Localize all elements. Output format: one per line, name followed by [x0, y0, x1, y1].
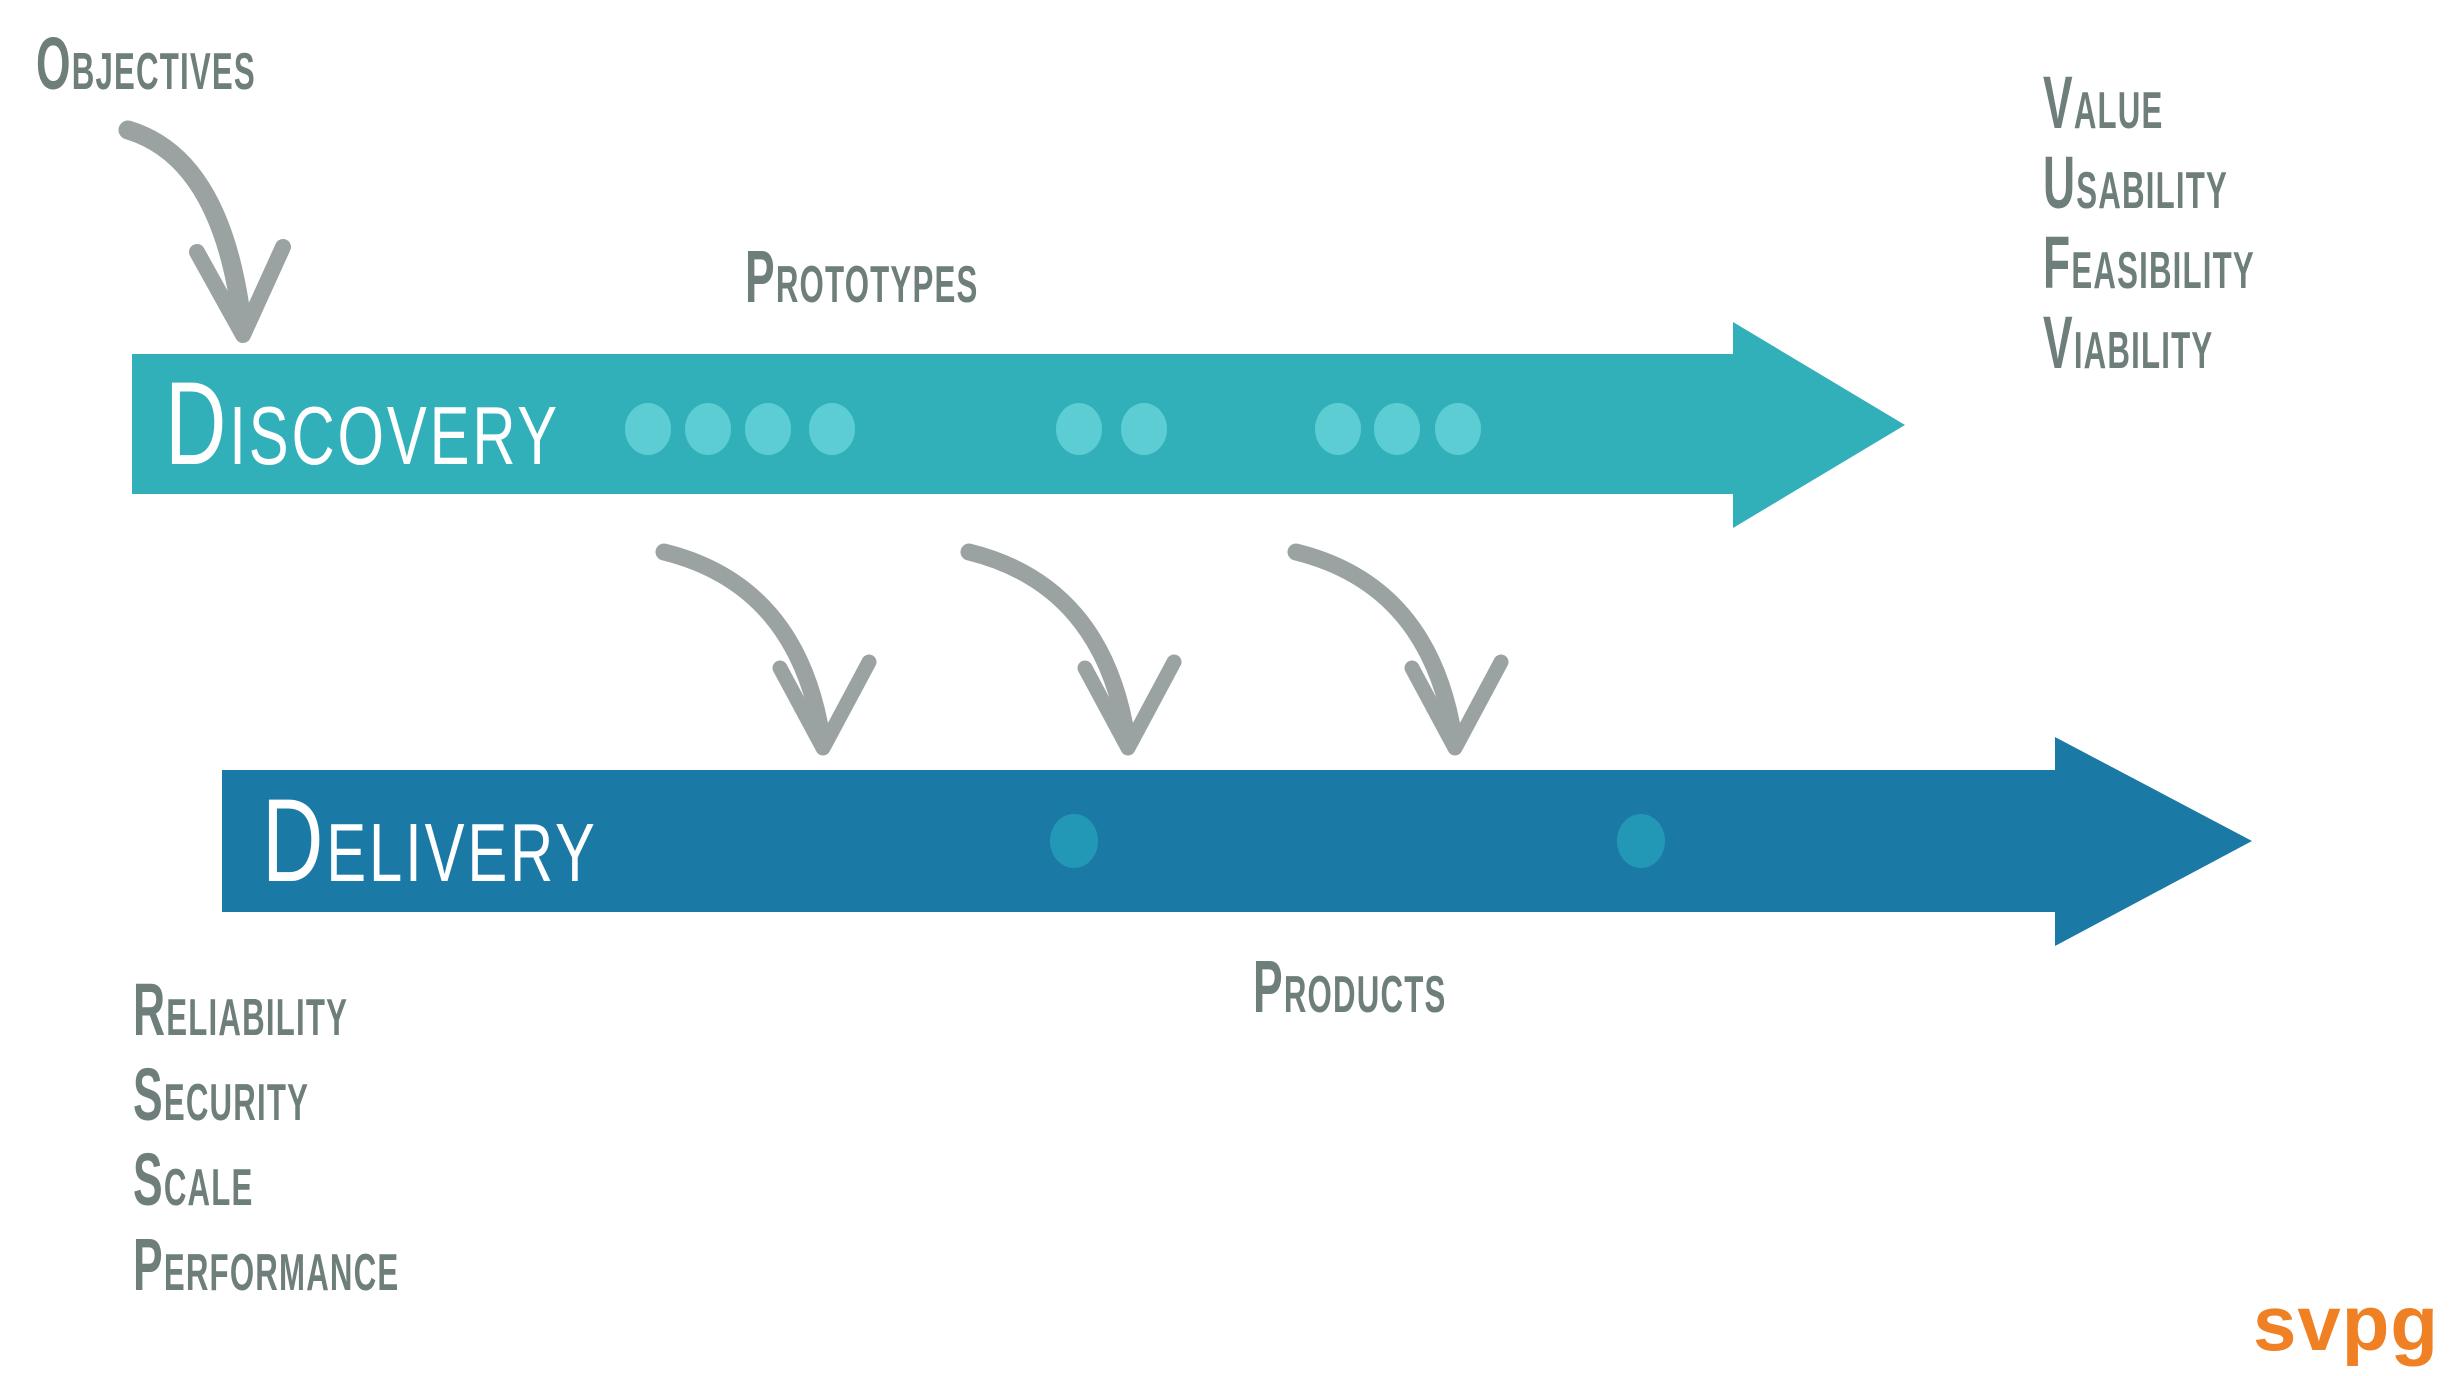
prototype-dot	[1121, 403, 1167, 455]
svpg-logo: svpg	[2253, 1279, 2440, 1367]
prototype-dot	[1315, 403, 1361, 455]
handoff-curved-arrow-icon-3	[1287, 543, 1509, 756]
criteria-item-value: Value	[2043, 61, 2164, 144]
handoff-curved-arrow-icon-2	[960, 543, 1182, 756]
criteria-item-scale: Scale	[133, 1138, 254, 1221]
prototype-dot-group-2	[1056, 403, 1167, 455]
criteria-item-performance: Performance	[133, 1223, 400, 1306]
criteria-item-viability: Viability	[2043, 301, 2214, 384]
delivery-bar-title-box: Delivery	[222, 770, 728, 912]
objectives-label: Objectives	[36, 22, 256, 105]
prototype-dot	[1374, 403, 1420, 455]
discovery-bar-title: Discovery	[165, 358, 561, 490]
product-dot	[1050, 814, 1098, 868]
discovery-bar-title-box: Discovery	[132, 354, 714, 494]
objectives-curved-arrow-icon	[118, 120, 291, 343]
prototype-dot	[625, 403, 671, 455]
prototype-dot	[1056, 403, 1102, 455]
delivery-criteria-list: Reliability Security Scale Performance	[133, 967, 399, 1307]
prototype-dot	[809, 403, 855, 455]
prototype-dot-group-1	[625, 403, 855, 455]
criteria-item-security: Security	[133, 1053, 310, 1136]
discovery-criteria-list: Value Usability Feasibility Viability	[2043, 63, 2255, 383]
prototypes-label: Prototypes	[745, 235, 979, 318]
discovery-arrow-shape	[132, 322, 1905, 528]
prototype-dot	[745, 403, 791, 455]
delivery-arrow-shape	[222, 737, 2252, 946]
handoff-curved-arrow-icon-1	[655, 543, 877, 756]
prototype-dot	[1435, 403, 1481, 455]
product-dot	[1617, 814, 1665, 868]
criteria-item-reliability: Reliability	[133, 968, 349, 1051]
products-label: Products	[1253, 945, 1447, 1028]
delivery-bar-title: Delivery	[262, 775, 598, 907]
prototype-dot-group-3	[1315, 403, 1481, 455]
prototype-dot	[685, 403, 731, 455]
product-dots	[1050, 814, 1665, 868]
criteria-item-feasibility: Feasibility	[2043, 221, 2255, 304]
criteria-item-usability: Usability	[2043, 141, 2229, 224]
